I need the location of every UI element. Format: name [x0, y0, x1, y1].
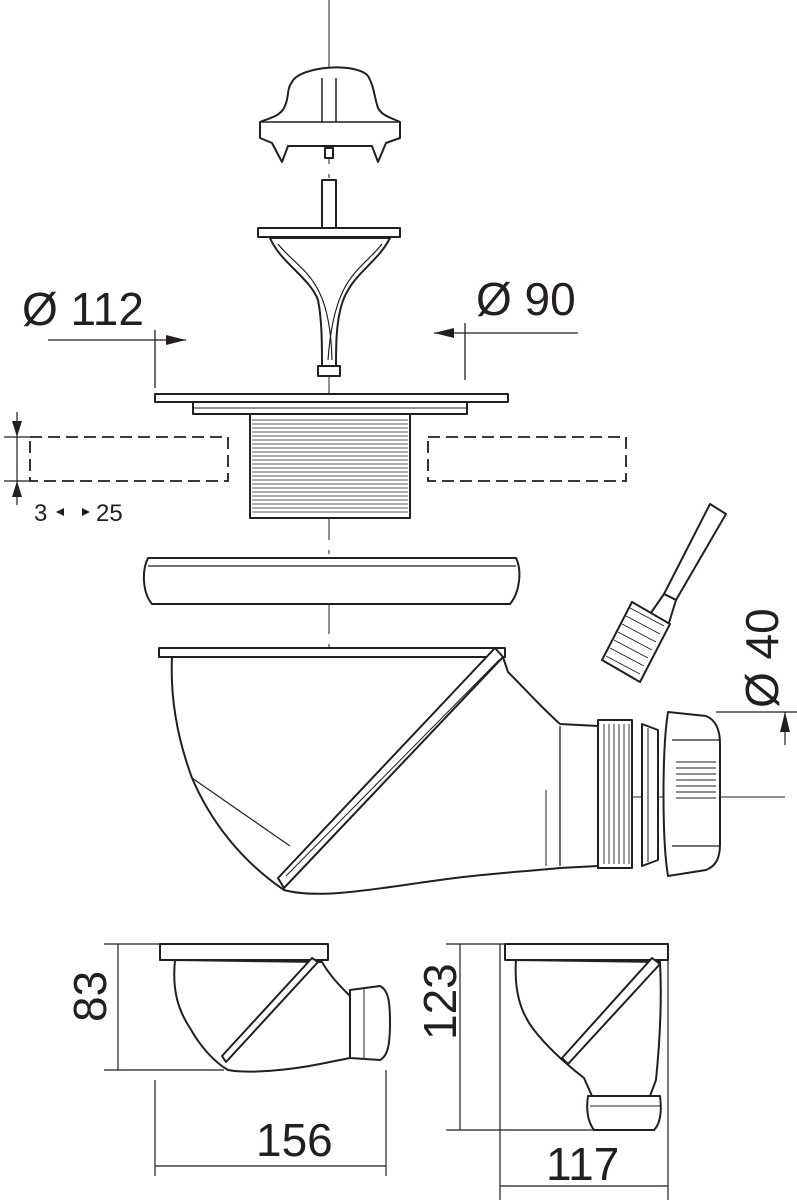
thickness-dimension [4, 412, 90, 516]
hatch-line [625, 615, 661, 635]
height-high-label: 123 [414, 963, 466, 1040]
outlet-diameter-dimension [716, 711, 797, 745]
hatch-line [609, 647, 645, 667]
width-high-label: 117 [546, 1138, 619, 1190]
brush-icon [601, 503, 727, 683]
trap-view-low [159, 943, 391, 1073]
plug-basket [257, 227, 401, 377]
trap-body [158, 647, 599, 895]
trap-view-high [504, 943, 669, 1131]
width-high-dimension [499, 944, 669, 1200]
thickness-min-label: 3 [34, 500, 47, 527]
flange-diameter-label: Ø 112 [22, 283, 144, 335]
flange-diameter-dimension [48, 330, 186, 388]
cap-knob [259, 66, 401, 163]
threaded-body [249, 413, 411, 519]
outlet-diameter-label: Ø 40 [736, 608, 788, 708]
width-low-label: 156 [256, 1114, 333, 1166]
hatch-line [617, 631, 653, 651]
height-high-dimension [446, 943, 594, 1131]
outlet-o-ring [597, 719, 633, 869]
outlet-gasket [641, 723, 659, 867]
hatch-line [621, 623, 657, 643]
floor-outline-right [427, 436, 627, 482]
flange-plate [154, 393, 509, 415]
outlet-nut [662, 711, 721, 877]
width-low-dimension [154, 1070, 387, 1176]
hatch-line [605, 655, 641, 675]
height-low-label: 83 [64, 971, 116, 1022]
height-low-dimension [104, 943, 224, 1071]
hatch-line [613, 639, 649, 659]
plug-stem [321, 179, 337, 229]
seal-ring [142, 557, 521, 605]
hatch-line [629, 607, 665, 627]
plug-diameter-label: Ø 90 [476, 273, 576, 325]
plug-diameter-dimension [434, 323, 578, 380]
thickness-max-label: 25 [96, 500, 123, 527]
floor-outline-left [29, 436, 229, 482]
